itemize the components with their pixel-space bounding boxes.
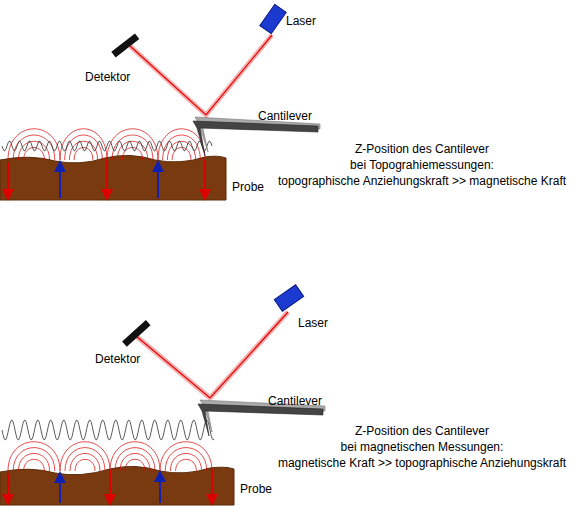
detector [111, 33, 139, 57]
device-label: Detektor [95, 352, 140, 366]
note-line: magnetische Kraft >> topographische Anzi… [278, 456, 566, 470]
part-label: Probe [232, 180, 264, 194]
note-line: Z-Position des Cantilever [355, 424, 489, 438]
device-label: Laser [286, 14, 316, 28]
sample [0, 155, 226, 200]
top-panel [0, 4, 320, 200]
tip-oscillation [2, 420, 214, 440]
device-label: Laser [298, 316, 328, 330]
laser-source [260, 4, 286, 33]
device-label: Detektor [85, 70, 130, 84]
note-line: bei magnetischen Messungen: [341, 440, 504, 454]
part-label: Cantilever [258, 109, 312, 123]
cantilever [193, 121, 318, 156]
part-label: Cantilever [268, 394, 322, 408]
bottom-panel [0, 285, 325, 505]
field-lines [8, 442, 212, 471]
part-label: Probe [240, 482, 272, 496]
tip-oscillation [2, 141, 212, 151]
note-line: Z-Position des Cantilever [355, 142, 489, 156]
laser-source [274, 285, 303, 311]
cantilever [198, 404, 323, 436]
sample [0, 466, 234, 505]
note-line: topographische Anziehungskraft >> magnet… [278, 174, 566, 188]
detector [122, 320, 150, 347]
note-line: bei Topograhiemessungen: [350, 158, 494, 172]
